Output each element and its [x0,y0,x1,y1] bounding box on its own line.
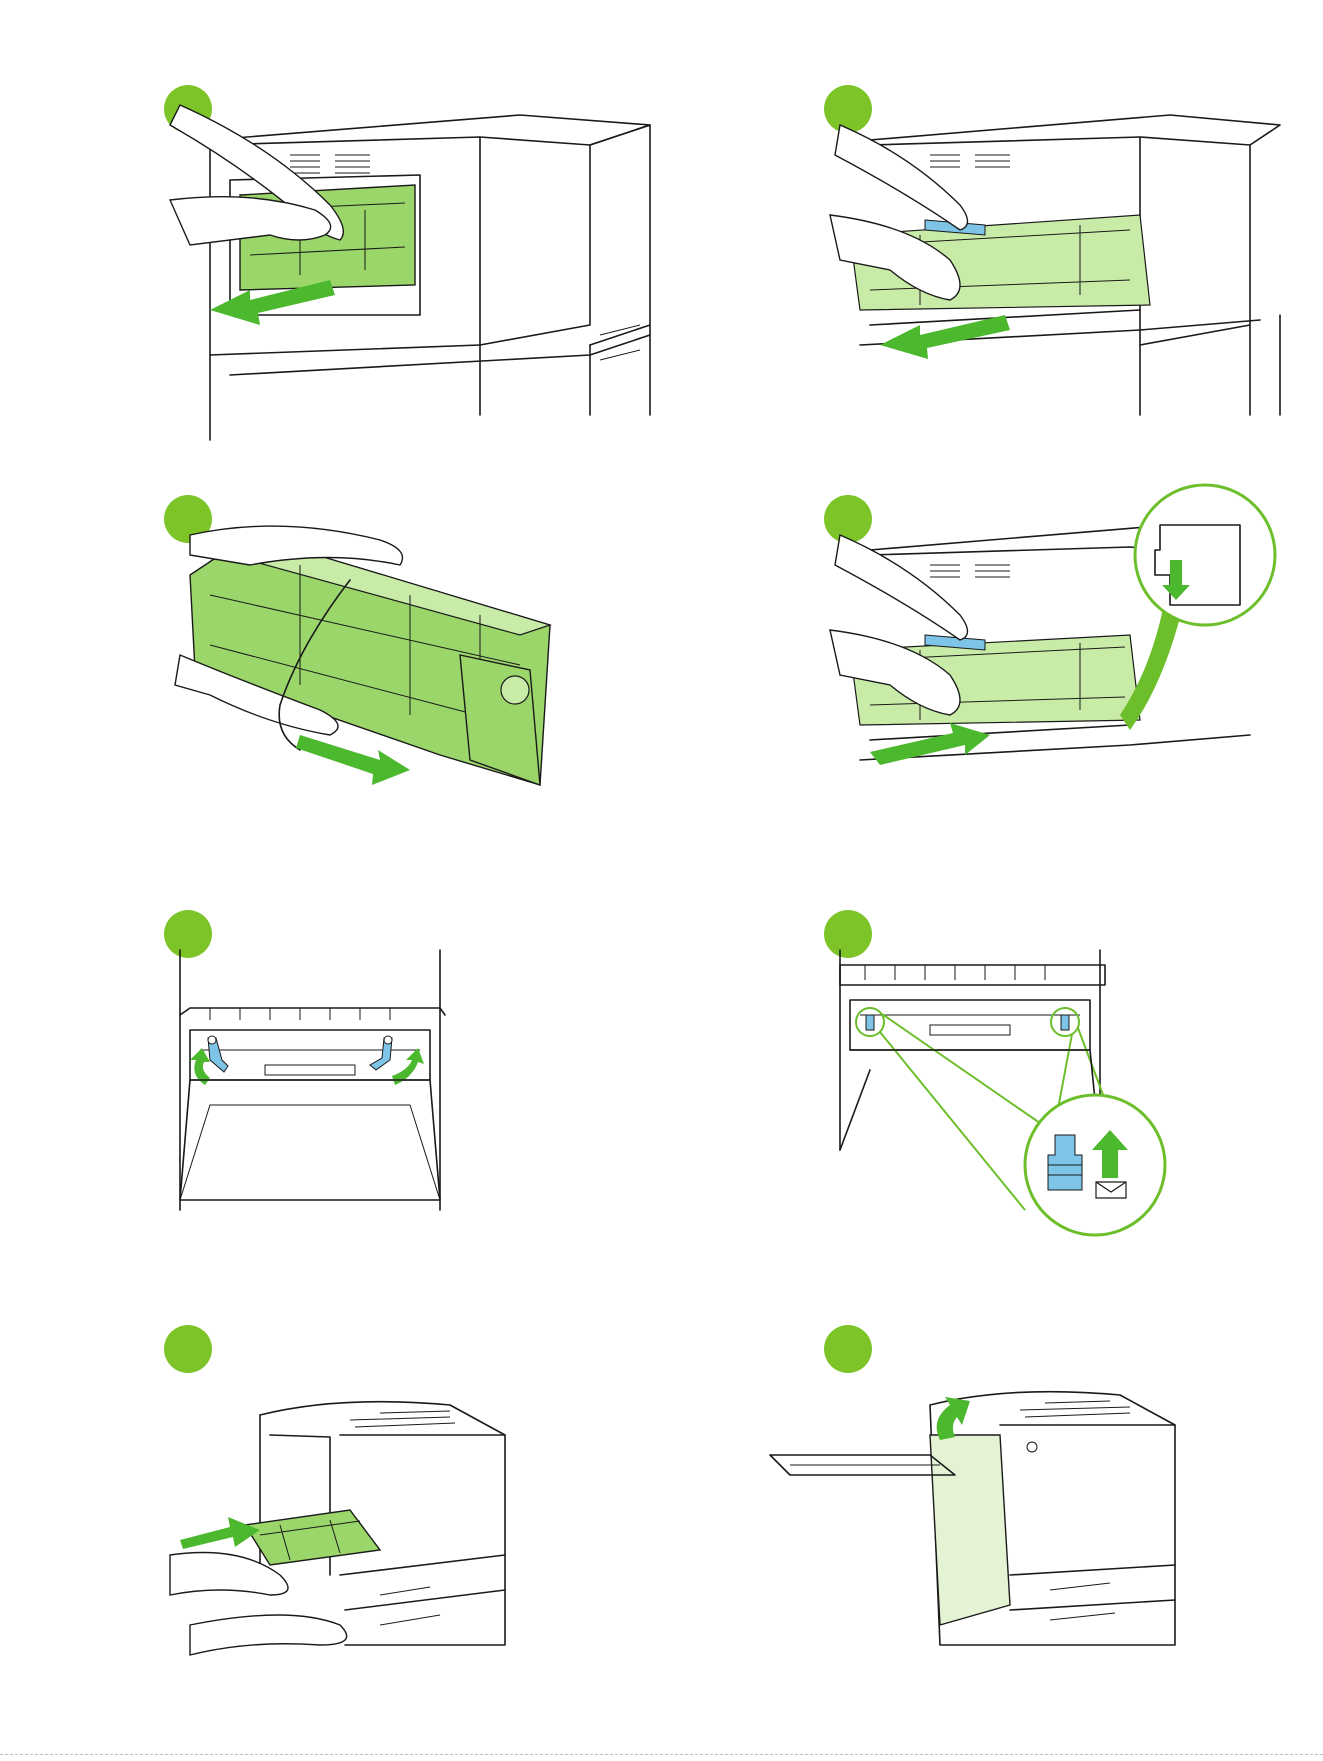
zoom-callout-circle [1135,485,1275,625]
duplexer-insert-illustration [150,1325,690,1665]
fuser-levers-illustration [150,910,690,1220]
panel-insert-fuser [810,495,1310,825]
panel-carry-fuser [150,495,690,805]
left-door-panel [930,1435,1010,1625]
panel-close-left-door [810,1325,1310,1665]
envelope-lever-illustration [810,910,1310,1240]
fuser-carry-illustration [150,495,690,805]
panel-rotate-levers [150,910,690,1220]
page-bottom-border [0,1754,1323,1755]
panel-remove-fuser-start [150,85,690,415]
panel-pull-fuser-with-handle [810,85,1310,415]
left-door-close-illustration [810,1325,1310,1665]
zoom-callout-circle [1025,1095,1165,1235]
printer-fuser-handle-illustration [810,85,1310,415]
printer-fuser-removal-illustration [150,85,690,415]
panel-envelope-lever-setting [810,910,1310,1240]
envelope-icon [1096,1182,1126,1198]
panel-reinsert-duplexer [150,1325,690,1665]
hp-logo-icon [1027,1442,1037,1452]
fuser-insert-illustration [810,495,1310,825]
